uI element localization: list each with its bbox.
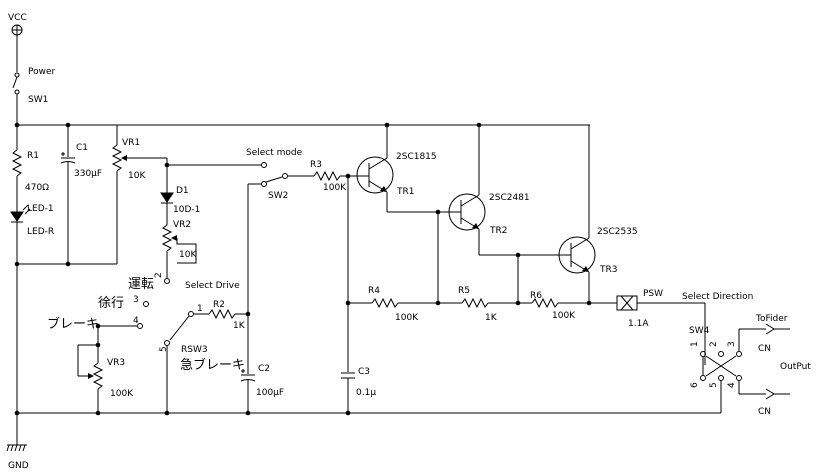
psw-label: PSW	[643, 289, 663, 299]
r5-value: 1K	[485, 313, 498, 323]
r5-label: R5	[458, 286, 470, 296]
terminal-2-number: 2	[154, 272, 164, 278]
unten-label: 運転	[128, 277, 154, 292]
vr1-label: VR1	[122, 138, 140, 148]
vcc-terminal	[11, 24, 23, 72]
sw4-pin-4: 4	[727, 382, 737, 388]
power-label: Power	[28, 67, 56, 77]
c3-label: C3	[358, 367, 370, 377]
brake-label: ブレーキ	[47, 316, 99, 332]
vr2-label: VR2	[173, 220, 191, 230]
c1-value: 330μF	[74, 169, 102, 179]
output-label: OutPut	[780, 362, 811, 372]
tr3-label: TR3	[599, 265, 617, 275]
potentiometer-vr1	[111, 144, 127, 172]
resistor-r2	[208, 308, 236, 320]
led-label: LED-1	[27, 204, 54, 214]
r6-label: R6	[530, 291, 542, 301]
d1-label: D1	[176, 186, 189, 196]
resistor-r3	[313, 170, 341, 182]
rotary-switch-rsw3	[164, 311, 194, 346]
sw1-label: SW1	[28, 95, 48, 105]
sw4-pin-6: 6	[690, 382, 700, 388]
connector-cn-top	[765, 323, 790, 335]
tr2-type: 2SC2481	[489, 193, 530, 203]
c2-value: 100μF	[256, 388, 284, 398]
tr3-type: 2SC2535	[597, 227, 638, 237]
resistor-r4	[371, 297, 399, 309]
cn-label-bottom: CN	[758, 407, 771, 417]
select-drive-label: Select Drive	[185, 281, 240, 291]
capacitor-c3	[341, 372, 355, 379]
r4-label: R4	[368, 286, 380, 296]
capacitor-c1	[60, 152, 76, 164]
r6-value: 100K	[552, 311, 576, 321]
kyubrake-label: 急ブレーキ	[180, 357, 245, 373]
sw4-pin-2: 2	[709, 341, 719, 347]
diode-d1	[160, 192, 174, 204]
resistor-r1	[11, 149, 23, 177]
potentiometer-vr2	[161, 224, 197, 264]
sw4-pin-3: 3	[727, 341, 737, 347]
capacitor-c2	[240, 369, 256, 382]
terminal-1-number: 1	[197, 304, 203, 314]
c1-label: C1	[76, 143, 88, 153]
transistor-tr3	[558, 236, 596, 274]
ground-symbol	[6, 444, 27, 452]
terminal-5-number: 5	[159, 346, 169, 352]
sw4-label: SW4	[689, 326, 710, 336]
gnd-label: GND	[8, 461, 29, 471]
r4-value: 100K	[395, 313, 419, 323]
d1-value: 10D-1	[173, 205, 200, 215]
terminal-3-number: 3	[133, 295, 139, 305]
potentiometer-vr3	[88, 362, 104, 390]
rsw3-label: RSW3	[181, 345, 208, 355]
vr3-label: VR3	[107, 358, 125, 368]
led-r-label: LED-R	[27, 227, 54, 237]
transistor-tr2	[448, 193, 486, 231]
sw4-pin-5: 5	[709, 382, 719, 388]
sw2-label: SW2	[268, 191, 288, 201]
vr1-value: 10K	[128, 171, 146, 181]
mode-switch-sw2	[261, 173, 288, 187]
transistor-tr1	[356, 156, 394, 194]
r3-value: 100K	[323, 183, 347, 193]
polyswitch-psw	[616, 295, 638, 311]
tr2-label: TR2	[489, 226, 507, 236]
terminal-3	[143, 301, 149, 307]
resistor-r6	[531, 297, 559, 309]
vr3-value: 100K	[110, 389, 134, 399]
select-direction-label: Select Direction	[682, 292, 753, 302]
r1-value: 470Ω	[25, 183, 49, 193]
r1-label: R1	[27, 151, 39, 161]
tr1-label: TR1	[396, 187, 414, 197]
vr2-value: 10K	[179, 250, 197, 260]
select-mode-label: Select mode	[246, 148, 303, 158]
resistor-r5	[461, 297, 489, 309]
connector-cn-bottom	[765, 388, 790, 400]
power-switch-sw1	[12, 72, 20, 125]
r2-label: R2	[213, 300, 225, 310]
tofider-label: ToFider	[755, 314, 788, 324]
direction-switch-sw4	[700, 351, 742, 381]
sw4-pin-1: 1	[690, 341, 700, 347]
r3-label: R3	[310, 160, 322, 170]
cn-label-top: CN	[758, 344, 771, 354]
psw-value: 1.1A	[628, 319, 649, 329]
c2-label: C2	[258, 364, 270, 374]
tr1-type: 2SC1815	[396, 152, 437, 162]
vcc-label: VCC	[8, 13, 27, 23]
terminal-4	[137, 323, 143, 329]
c3-value: 0.1μ	[356, 388, 376, 398]
terminal-4-number: 4	[133, 316, 139, 326]
r2-value: 1K	[233, 321, 246, 331]
jokou-label: 徐行	[98, 296, 124, 311]
